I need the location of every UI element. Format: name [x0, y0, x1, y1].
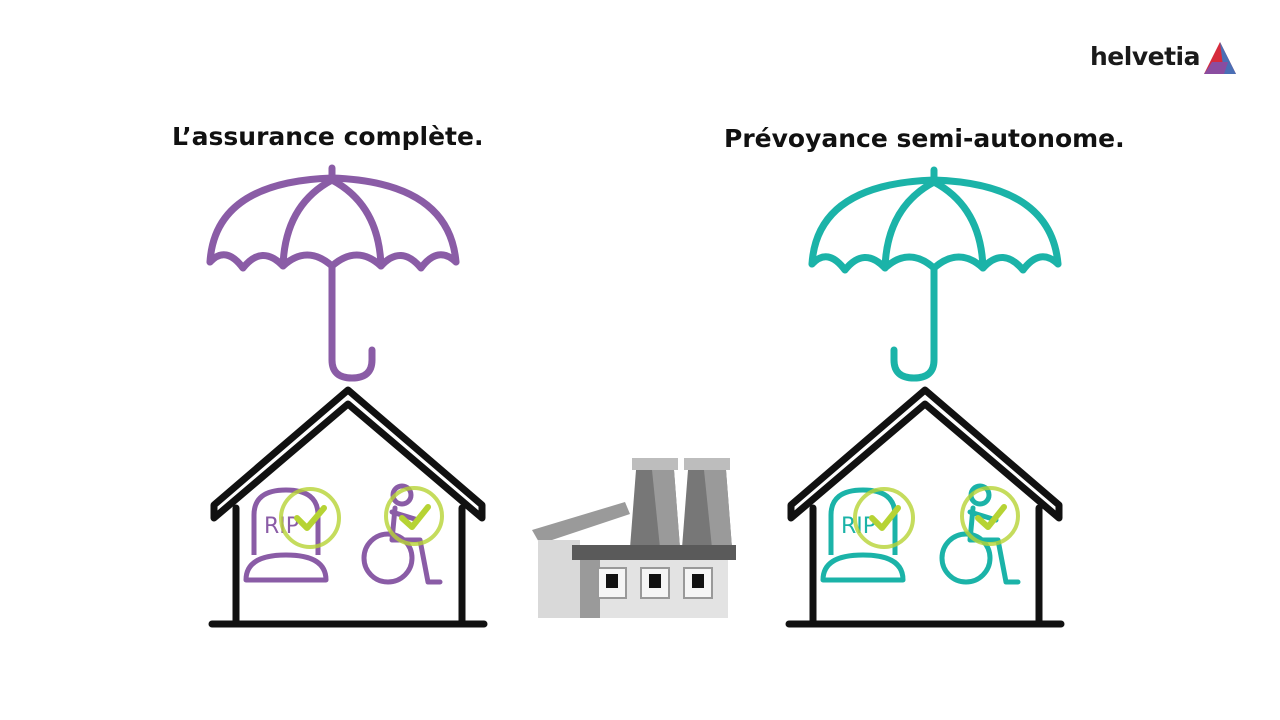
- right-tombstone-icon: [820, 487, 906, 583]
- logo-text: helvetia: [1090, 42, 1200, 71]
- right-check-icon-1: [853, 487, 915, 549]
- factory-icon: [532, 458, 736, 618]
- right-umbrella-icon: [808, 166, 1062, 382]
- left-check-icon-1: [279, 487, 341, 549]
- right-house-icon: [785, 386, 1065, 628]
- left-panel-title: L’assurance complète.: [172, 122, 484, 151]
- left-check-icon-2: [384, 486, 444, 546]
- right-panel-title: Prévoyance semi-autonome.: [724, 124, 1125, 153]
- helvetia-logo: helvetia: [1090, 40, 1240, 80]
- logo-mark-icon: [1204, 42, 1236, 74]
- right-wheelchair-icon: [939, 483, 1021, 585]
- left-umbrella-icon: [206, 164, 460, 382]
- left-tombstone-icon: [243, 487, 329, 583]
- right-check-icon-2: [960, 486, 1020, 546]
- left-wheelchair-icon: [361, 483, 443, 585]
- left-house-icon: [208, 386, 488, 628]
